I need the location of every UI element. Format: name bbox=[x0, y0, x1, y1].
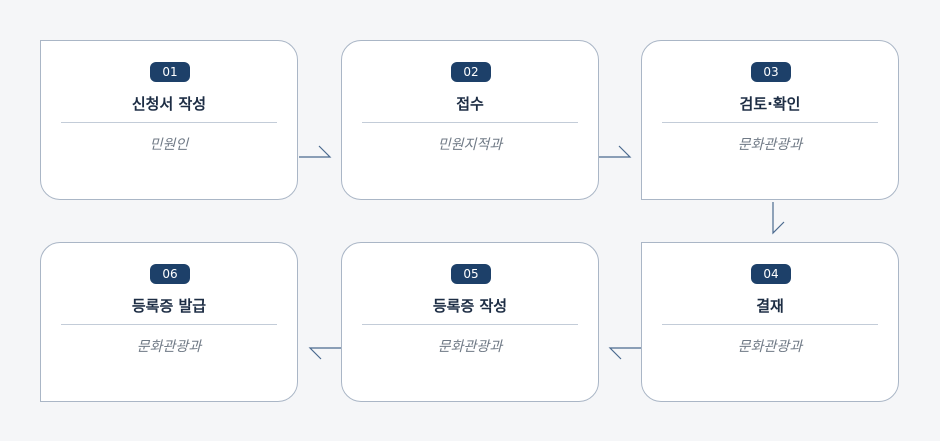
step-divider bbox=[362, 122, 578, 123]
step-card-02: 02 접수 민원지적과 bbox=[341, 40, 599, 200]
step-divider bbox=[362, 324, 578, 325]
step-title: 신청서 작성 bbox=[131, 95, 207, 113]
step-department: 민원지적과 bbox=[437, 137, 503, 153]
step-title: 접수 bbox=[456, 95, 484, 113]
step-department: 민원인 bbox=[149, 137, 189, 153]
step-department: 문화관광과 bbox=[737, 137, 803, 153]
step-divider bbox=[61, 324, 277, 325]
arrow-left-icon bbox=[308, 347, 341, 360]
step-title: 등록증 작성 bbox=[432, 297, 508, 315]
step-card-06: 06 등록증 발급 문화관광과 bbox=[40, 242, 298, 402]
step-number-badge: 04 bbox=[751, 264, 791, 284]
step-title: 등록증 발급 bbox=[131, 297, 207, 315]
step-title: 검토·확인 bbox=[739, 95, 801, 113]
step-number-badge: 01 bbox=[150, 62, 190, 82]
step-divider bbox=[61, 122, 277, 123]
step-department: 문화관광과 bbox=[437, 339, 503, 355]
step-number-badge: 03 bbox=[751, 62, 791, 82]
arrow-left-icon bbox=[608, 347, 641, 360]
step-number-badge: 05 bbox=[451, 264, 491, 284]
step-number-badge: 02 bbox=[451, 62, 491, 82]
step-card-03: 03 검토·확인 문화관광과 bbox=[641, 40, 899, 200]
arrow-right-icon bbox=[299, 145, 332, 158]
step-card-01: 01 신청서 작성 민원인 bbox=[40, 40, 298, 200]
step-card-05: 05 등록증 작성 문화관광과 bbox=[341, 242, 599, 402]
step-department: 문화관광과 bbox=[136, 339, 202, 355]
arrow-right-icon bbox=[599, 145, 632, 158]
step-title: 결재 bbox=[756, 297, 784, 315]
step-divider bbox=[662, 122, 878, 123]
step-number-badge: 06 bbox=[150, 264, 190, 284]
arrow-down-icon bbox=[772, 202, 785, 235]
step-card-04: 04 결재 문화관광과 bbox=[641, 242, 899, 402]
step-department: 문화관광과 bbox=[737, 339, 803, 355]
step-divider bbox=[662, 324, 878, 325]
